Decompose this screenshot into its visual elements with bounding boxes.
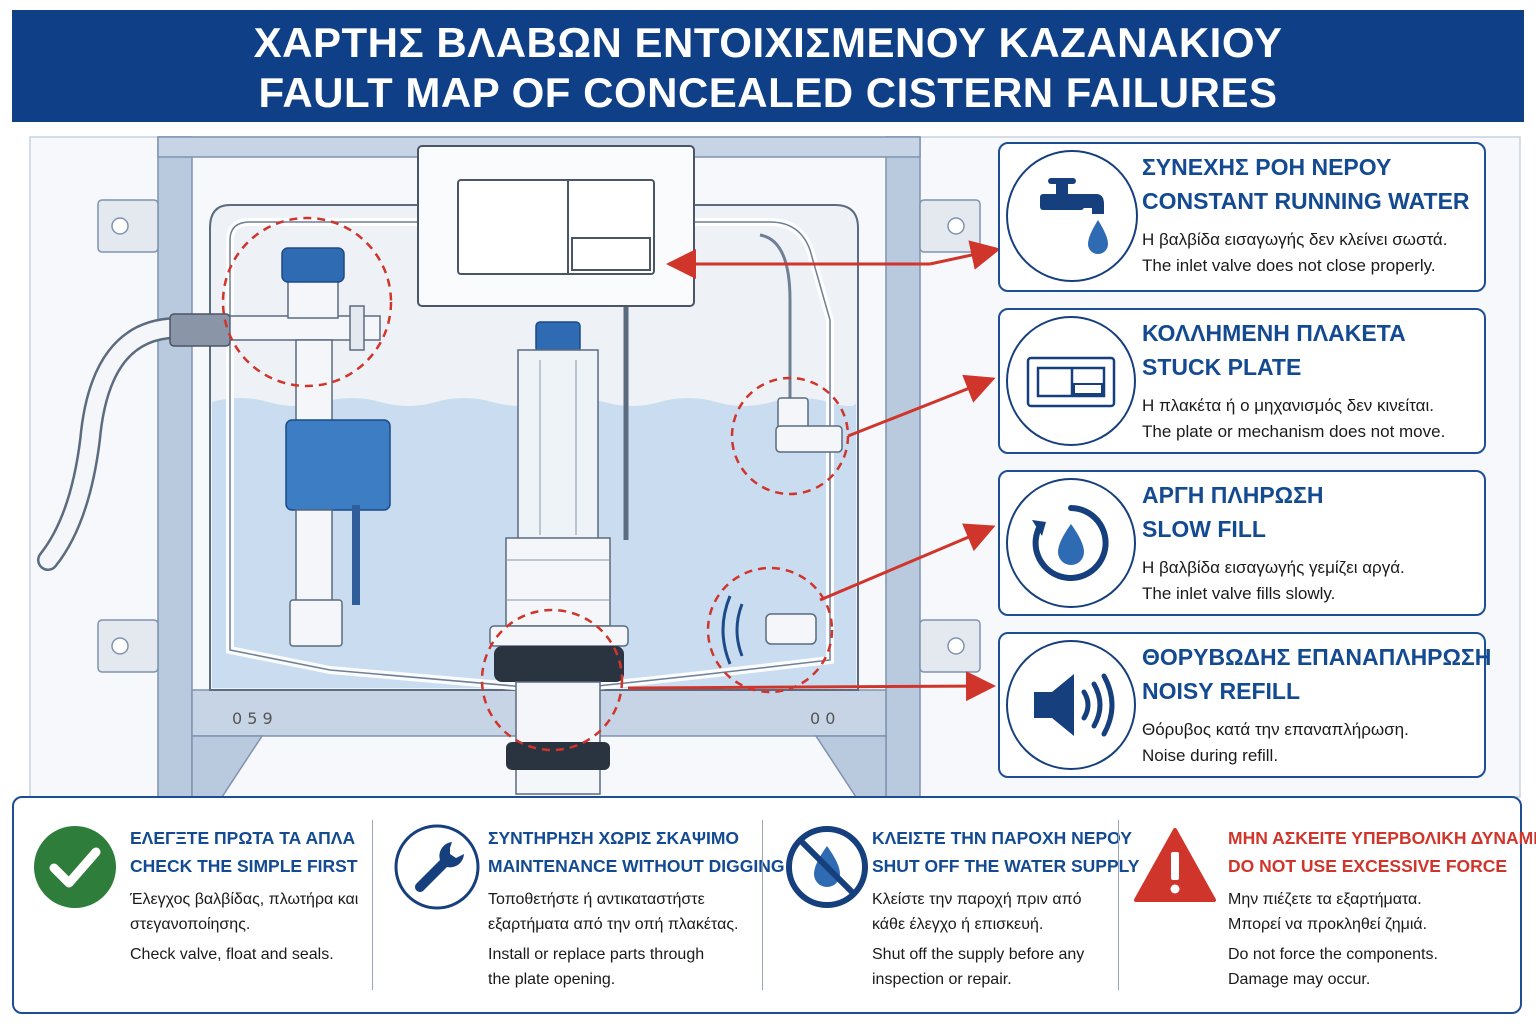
fault-desc-english: Noise during refill. <box>1142 746 1279 765</box>
fault-title-english: SLOW FILL <box>1142 516 1266 542</box>
flush-plate-drawing <box>417 145 695 307</box>
flush-valve <box>489 321 629 795</box>
flush-plate-icon <box>1006 316 1136 446</box>
tip-title-greek: ΕΛΕΓΞΤΕ ΠΡΩΤΑ ΤΑ ΑΠΛΑ <box>130 828 356 848</box>
frame-post-left <box>157 136 193 798</box>
frame-mark-left: 0 5 9 <box>232 709 273 728</box>
fault-desc-greek: Η βαλβίδα εισαγωγής γεμίζει αργά. <box>1142 558 1405 577</box>
bowden-cable <box>759 233 792 400</box>
tip-desc-english-2: inspection or repair. <box>872 971 1012 988</box>
frame-mark-right: 0 0 <box>810 709 835 728</box>
tip-desc-english-1: Check valve, float and seals. <box>130 946 334 963</box>
fault-card-running-water: ΣΥΝΕΧΗΣ ΡΟΗ ΝΕΡΟΥ CONSTANT RUNNING WATER… <box>998 142 1486 292</box>
fault-arrows <box>627 240 1001 702</box>
fault-desc-greek: Η πλακέτα ή ο μηχανισμός δεν κινείται. <box>1142 396 1434 415</box>
fault-title-greek: ΚΟΛΛΗΜΕΝΗ ΠΛΑΚΕΤΑ <box>1142 320 1406 346</box>
fault-title-english: STUCK PLATE <box>1142 354 1302 380</box>
fault-card-stuck-plate: ΚΟΛΛΗΜΕΝΗ ΠΛΑΚΕΤΑ STUCK PLATE Η πλακέτα … <box>998 308 1486 454</box>
tip-desc-greek-2: εξαρτήματα από την οπή πλακέτας. <box>488 916 739 933</box>
refill-nozzle <box>765 613 817 645</box>
tip-desc-greek-2: κάθε έλεγχο ή επισκευή. <box>872 916 1044 933</box>
hose-connector <box>169 313 231 347</box>
tip-check-simple: ΕΛΕΓΞΤΕ ΠΡΩΤΑ ΤΑ ΑΠΛΑ CHECK THE SIMPLE F… <box>14 798 370 1012</box>
title-banner: ΧΑΡΤΗΣ ΒΛΑΒΩΝ ΕΝΤΟΙΧΙΣΜΕΝΟΥ ΚΑΖΑΝΑΚΙΟΥ F… <box>12 10 1524 122</box>
tip-title-english: MAINTENANCE WITHOUT DIGGING <box>488 856 785 876</box>
cistern-diagram: 0 5 9 0 0 <box>0 120 1536 800</box>
tip-desc-greek-1: Έλεγχος βαλβίδας, πλωτήρα και <box>130 891 359 908</box>
tip-desc-greek-2: στεγανοποίησης. <box>130 916 251 933</box>
fault-desc-english: The inlet valve fills slowly. <box>1142 584 1336 603</box>
title-greek: ΧΑΡΤΗΣ ΒΛΑΒΩΝ ΕΝΤΟΙΧΙΣΜΕΝΟΥ ΚΑΖΑΝΑΚΙΟΥ <box>253 19 1283 66</box>
tip-title-greek: ΜΗΝ ΑΣΚΕΙΤΕ ΥΠΕΡΒΟΛΙΚΗ ΔΥΝΑΜΗ <box>1228 828 1536 848</box>
tip-desc-greek-1: Μην πιέζετε τα εξαρτήματα. <box>1228 891 1422 908</box>
fault-desc-greek: Θόρυβος κατά την επαναπλήρωση. <box>1142 720 1409 739</box>
fault-card-noisy-refill: ΘΟΡΥΒΩΔΗΣ ΕΠΑΝΑΠΛΗΡΩΣΗ NOISY REFILL Θόρυ… <box>998 632 1491 778</box>
tip-title-greek: ΣΥΝΤΗΡΗΣΗ ΧΩΡΙΣ ΣΚΑΨΙΜΟ <box>488 828 740 848</box>
speaker-icon <box>1006 640 1136 770</box>
tip-title-greek: ΚΛΕΙΣΤΕ ΤΗΝ ΠΑΡΟΧΗ ΝΕΡΟΥ <box>872 828 1132 848</box>
fault-desc-greek: Η βαλβίδα εισαγωγής δεν κλείνει σωστά. <box>1142 230 1448 249</box>
supply-hose <box>39 319 184 569</box>
faucet-drop-icon <box>1006 150 1138 282</box>
tip-shut-off: ΚΛΕΙΣΤΕ ΤΗΝ ΠΑΡΟΧΗ ΝΕΡΟΥ SHUT OFF THE WA… <box>766 798 1139 1012</box>
tip-desc-greek-2: Μπορεί να προκληθεί ζημιά. <box>1228 916 1428 933</box>
fault-title-greek: ΘΟΡΥΒΩΔΗΣ ΕΠΑΝΑΠΛΗΡΩΣΗ <box>1142 644 1492 670</box>
elbow-outlet <box>775 425 843 453</box>
noise-wave-2 <box>721 595 732 665</box>
fault-card-slow-fill: ΑΡΓΗ ΠΛΗΡΩΣΗ SLOW FILL Η βαλβίδα εισαγωγ… <box>998 470 1486 616</box>
frame-post-right <box>885 136 921 798</box>
tip-desc-greek-1: Κλείστε την παροχή πριν από <box>872 891 1082 908</box>
tip-maintenance: ΣΥΝΤΗΡΗΣΗ ΧΩΡΙΣ ΣΚΑΨΙΜΟ MAINTENANCE WITH… <box>376 798 785 1012</box>
fault-title-english: NOISY REFILL <box>1142 678 1301 704</box>
tips-panel: ΕΛΕΓΞΤΕ ΠΡΩΤΑ ΤΑ ΑΠΛΑ CHECK THE SIMPLE F… <box>12 796 1536 1014</box>
tip-desc-english-1: Install or replace parts through <box>488 946 705 963</box>
check-icon <box>34 826 116 908</box>
fault-desc-english: The plate or mechanism does not move. <box>1142 422 1446 441</box>
wrench-icon <box>394 824 480 910</box>
divider <box>372 820 373 990</box>
fault-title-greek: ΣΥΝΕΧΗΣ ΡΟΗ ΝΕΡΟΥ <box>1142 154 1392 180</box>
divider <box>1118 820 1119 990</box>
inner-liner-edge <box>229 221 831 691</box>
no-water-icon <box>786 826 868 908</box>
inlet-valve <box>229 247 391 647</box>
frame-brackets <box>97 199 981 673</box>
divider <box>762 820 763 990</box>
tip-desc-english-1: Do not force the components. <box>1228 946 1438 963</box>
warning-icon <box>1134 828 1216 902</box>
tip-no-force: ΜΗΝ ΑΣΚΕΙΤΕ ΥΠΕΡΒΟΛΙΚΗ ΔΥΝΑΜΗ DO NOT USE… <box>1120 798 1536 1012</box>
tip-title-english: DO NOT USE EXCESSIVE FORCE <box>1228 856 1508 876</box>
tip-title-english: SHUT OFF THE WATER SUPPLY <box>872 856 1140 876</box>
title-english: FAULT MAP OF CONCEALED CISTERN FAILURES <box>258 69 1278 116</box>
tip-desc-english-2: Damage may occur. <box>1228 971 1371 988</box>
fault-title-english: CONSTANT RUNNING WATER <box>1142 188 1470 214</box>
fault-title-greek: ΑΡΓΗ ΠΛΗΡΩΣΗ <box>1142 482 1324 508</box>
slow-fill-drop-icon <box>1006 478 1136 608</box>
noise-wave-1 <box>735 603 744 657</box>
tip-desc-english-2: the plate opening. <box>488 971 616 988</box>
tip-title-english: CHECK THE SIMPLE FIRST <box>130 856 358 876</box>
fault-desc-english: The inlet valve does not close properly. <box>1142 256 1436 275</box>
tip-desc-greek-1: Τοποθετήστε ή αντικαταστήστε <box>488 891 705 908</box>
tip-desc-english-1: Shut off the supply before any <box>872 946 1085 963</box>
